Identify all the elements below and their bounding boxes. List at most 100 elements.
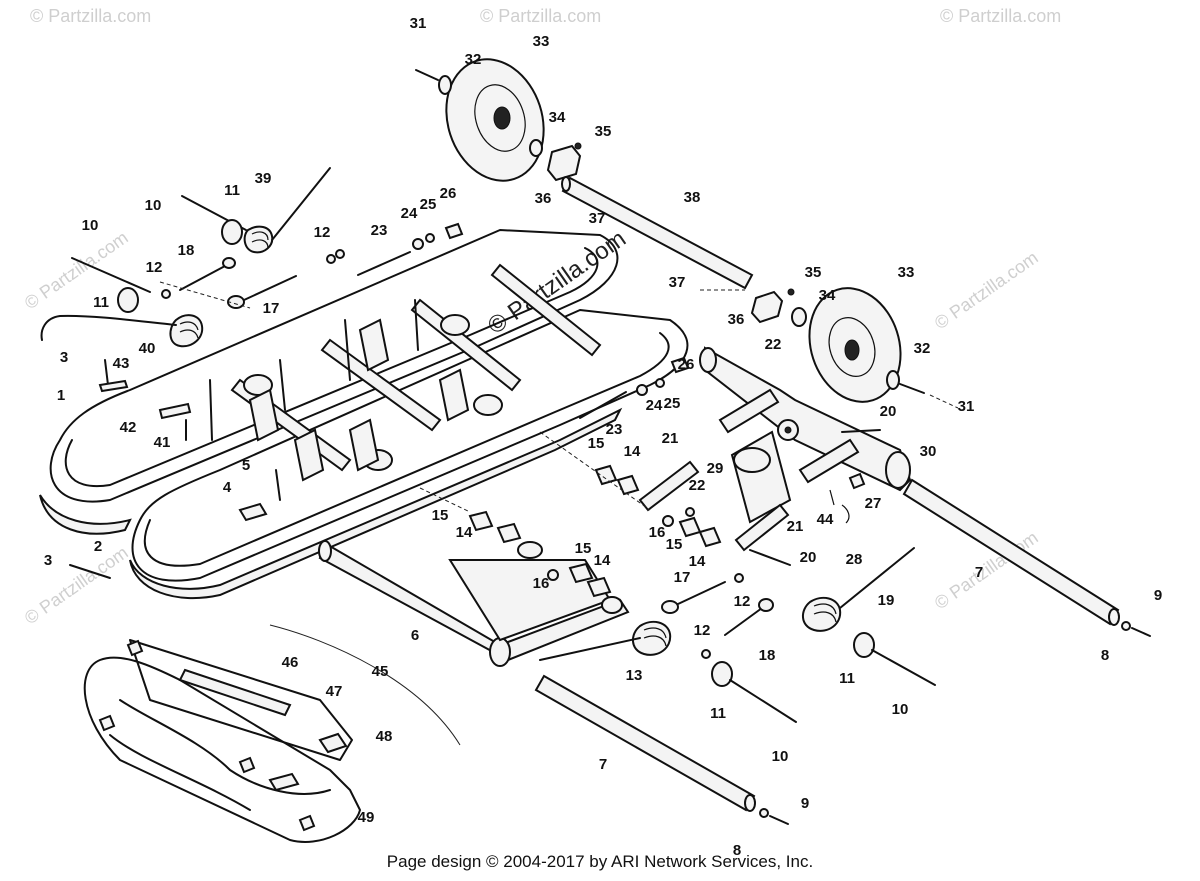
part-callout-8: 8 <box>1101 647 1109 664</box>
watermark-text: © Partzilla.com <box>21 227 132 313</box>
part-callout-12: 12 <box>734 593 751 610</box>
part-callout-7: 7 <box>975 564 983 581</box>
part-callout-36: 36 <box>535 190 552 207</box>
part-callout-37: 37 <box>669 274 686 291</box>
part-callout-7: 7 <box>599 756 607 773</box>
watermark-text: © Partzilla.com <box>21 542 132 628</box>
part-callout-20: 20 <box>800 549 817 566</box>
part-callout-12: 12 <box>146 259 163 276</box>
part-callout-33: 33 <box>533 33 550 50</box>
part-callout-49: 49 <box>358 809 375 826</box>
part-callout-32: 32 <box>914 340 931 357</box>
part-callout-47: 47 <box>326 683 343 700</box>
part-callout-10: 10 <box>772 748 789 765</box>
part-callout-11: 11 <box>839 670 855 687</box>
part-callout-25: 25 <box>664 395 681 412</box>
part-callout-18: 18 <box>759 647 776 664</box>
part-callout-14: 14 <box>594 552 611 569</box>
part-callout-26: 26 <box>440 185 457 202</box>
part-callout-31: 31 <box>958 398 975 415</box>
front-arm-assembly <box>318 510 797 723</box>
part-callout-24: 24 <box>401 205 418 222</box>
part-callout-43: 43 <box>113 355 130 372</box>
part-callout-39: 39 <box>255 170 272 187</box>
part-callout-3: 3 <box>44 552 52 569</box>
rear-shaft-left <box>534 674 789 825</box>
part-callout-35: 35 <box>805 264 822 281</box>
part-callout-1: 1 <box>57 387 65 404</box>
part-callout-22: 22 <box>689 477 706 494</box>
part-callout-13: 13 <box>626 667 643 684</box>
part-callout-8: 8 <box>733 842 741 859</box>
part-callout-14: 14 <box>624 443 641 460</box>
part-callout-33: 33 <box>898 264 915 281</box>
upper-cross-shaft <box>561 176 754 290</box>
part-callout-32: 32 <box>465 51 482 68</box>
part-callout-17: 17 <box>674 569 691 586</box>
part-callout-2: 2 <box>94 538 102 555</box>
part-callout-9: 9 <box>801 795 809 812</box>
part-callout-12: 12 <box>694 622 711 639</box>
watermark-text: © Partzilla.com <box>30 6 151 26</box>
part-callout-10: 10 <box>145 197 162 214</box>
part-callout-23: 23 <box>606 421 623 438</box>
part-callout-35: 35 <box>595 123 612 140</box>
part-callout-34: 34 <box>549 109 566 126</box>
part-callout-25: 25 <box>420 196 437 213</box>
part-callout-20: 20 <box>880 403 897 420</box>
part-callout-42: 42 <box>120 419 137 436</box>
part-callout-5: 5 <box>242 457 250 474</box>
part-callout-29: 29 <box>707 460 724 477</box>
part-callout-10: 10 <box>892 701 909 718</box>
idler-wheel-right <box>750 287 925 403</box>
callout-layer: 3132333435363738101139101218111217232425… <box>44 15 1162 859</box>
part-callout-37: 37 <box>589 210 606 227</box>
leader-lines <box>159 281 959 513</box>
part-callout-30: 30 <box>920 443 937 460</box>
part-callout-12: 12 <box>314 224 331 241</box>
part-callout-44: 44 <box>817 511 834 528</box>
part-callout-22: 22 <box>765 336 782 353</box>
part-callout-14: 14 <box>689 553 706 570</box>
part-callout-18: 18 <box>178 242 195 259</box>
watermark-text: © Partzilla.com <box>940 6 1061 26</box>
part-callout-38: 38 <box>684 189 701 206</box>
part-callout-28: 28 <box>846 551 863 568</box>
rear-shaft-right <box>902 478 1151 637</box>
watermark-text: © Partzilla.com <box>931 247 1042 333</box>
slide-frame <box>39 229 689 600</box>
part-callout-17: 17 <box>263 300 280 317</box>
part-callout-36: 36 <box>728 311 745 328</box>
left-spring-assembly <box>40 167 345 348</box>
part-callout-21: 21 <box>787 518 804 535</box>
part-callout-48: 48 <box>376 728 393 745</box>
part-callout-24: 24 <box>646 397 663 414</box>
part-callout-14: 14 <box>456 524 473 541</box>
part-callout-11: 11 <box>710 705 726 722</box>
part-callout-15: 15 <box>575 540 592 557</box>
part-callout-23: 23 <box>371 222 388 239</box>
part-callout-41: 41 <box>154 434 171 451</box>
part-callout-31: 31 <box>410 15 427 32</box>
part-callout-15: 15 <box>666 536 683 553</box>
part-callout-10: 10 <box>82 217 99 234</box>
rear-arm-assembly <box>579 346 912 566</box>
part-callout-11: 11 <box>93 294 109 311</box>
part-callout-16: 16 <box>649 524 666 541</box>
part-callout-19: 19 <box>878 592 895 609</box>
part-callout-34: 34 <box>819 287 836 304</box>
watermark-text: © Partzilla.com <box>480 6 601 26</box>
idler-wheel-top <box>415 58 582 182</box>
part-callout-4: 4 <box>223 479 232 496</box>
right-spring-assembly <box>701 547 936 686</box>
part-callout-3: 3 <box>60 349 68 366</box>
part-callout-27: 27 <box>865 495 882 512</box>
part-callout-9: 9 <box>1154 587 1162 604</box>
part-callout-15: 15 <box>588 435 605 452</box>
part-callout-26: 26 <box>678 356 695 373</box>
part-callout-11: 11 <box>224 182 240 199</box>
footer-credit: Page design © 2004-2017 by ARI Network S… <box>386 852 814 871</box>
part-callout-16: 16 <box>533 575 550 592</box>
part-callout-40: 40 <box>139 340 156 357</box>
